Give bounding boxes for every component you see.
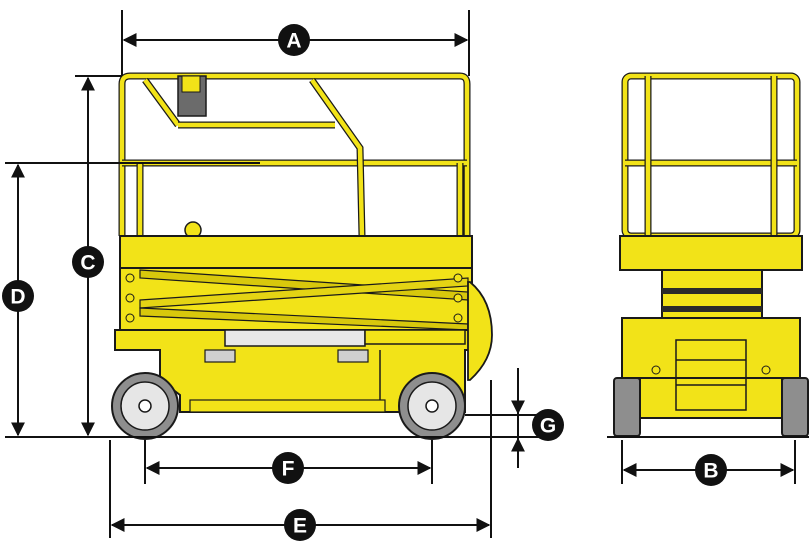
scissor-stack [119, 267, 473, 331]
dimension-letter-a: A [286, 30, 301, 53]
dimension-letter-b: B [703, 460, 718, 483]
front-wheel [398, 372, 466, 440]
rear-wheel [111, 372, 179, 440]
front-platform [619, 235, 803, 271]
front-guardrail [621, 72, 801, 240]
dimension-label-e: E [284, 509, 316, 541]
dimension-label-c: C [72, 246, 104, 278]
dimension-lines [5, 10, 809, 538]
front-chassis [621, 317, 801, 419]
dimension-label-d: D [2, 280, 34, 312]
front-view [613, 72, 809, 437]
dimension-label-b: B [695, 454, 727, 486]
dimension-letter-c: C [80, 252, 95, 275]
front-scissor-stack [661, 269, 763, 327]
dimension-label-a: A [278, 24, 310, 56]
dimension-letter-e: E [293, 515, 307, 538]
dimension-letter-d: D [10, 286, 25, 309]
dimension-letter-f: F [282, 458, 295, 481]
dimension-label-g: G [532, 409, 564, 441]
dimension-letter-g: G [540, 415, 556, 438]
platform-deck [119, 235, 473, 269]
side-view [111, 72, 493, 440]
front-left-wheel [613, 377, 641, 437]
side-guardrail [118, 72, 471, 237]
dimension-label-f: F [272, 452, 304, 484]
chassis [114, 281, 493, 413]
front-right-wheel [781, 377, 809, 437]
